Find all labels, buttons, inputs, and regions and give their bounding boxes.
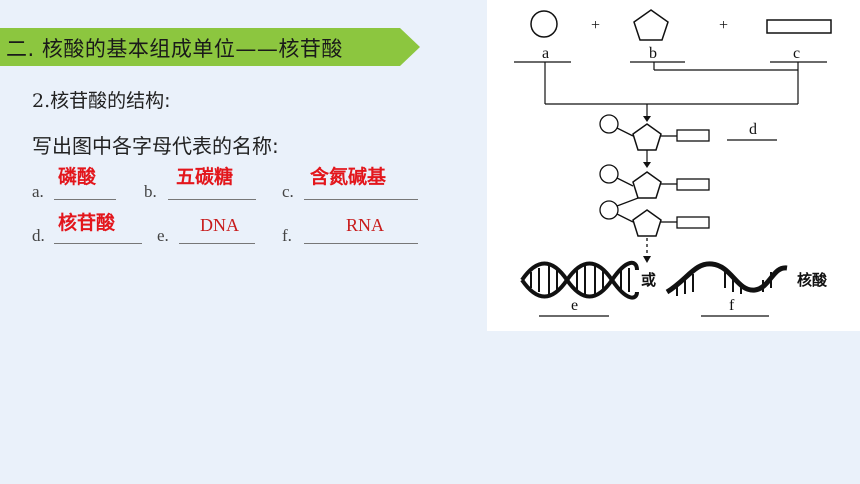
answer-c: 含氮碱基 (310, 166, 387, 188)
subtitle-number: 2. (32, 90, 51, 112)
answer-item-b: b. (144, 170, 264, 202)
diagram-svg: + + a b c d (514, 9, 832, 317)
answer-e: DNA (200, 215, 239, 235)
instruction: 写出图中各字母代表的名称: (32, 134, 279, 158)
item-letter: f. (282, 226, 292, 245)
base-icon (766, 19, 832, 34)
nucleotide-unit (599, 164, 710, 199)
answer-d: 核苷酸 (58, 212, 116, 234)
answer-b: 五碳糖 (176, 166, 234, 188)
subtitle: 2.核苷酸的结构: (32, 86, 171, 113)
label-f: f (729, 297, 735, 314)
or-text: 或 (641, 271, 656, 289)
answer-line (54, 199, 116, 200)
item-letter: e. (157, 226, 169, 245)
answer-line (179, 243, 255, 244)
label-d: d (749, 121, 757, 138)
plus-sign: + (591, 17, 600, 34)
answer-item-f: f. (282, 214, 422, 246)
item-letter: d. (32, 226, 45, 245)
dna-helix-icon (520, 260, 639, 300)
banner-title: 二. 核酸的基本组成单位——核苷酸 (6, 37, 343, 61)
label-b: b (649, 45, 657, 62)
answer-f: RNA (346, 215, 385, 235)
item-letter: a. (32, 182, 44, 201)
label-a: a (542, 45, 549, 62)
banner-arrow-shape (0, 28, 420, 66)
answer-item-a: a. (32, 170, 122, 202)
answer-line (54, 243, 142, 244)
nucleic-acid-text: 核酸 (797, 271, 828, 289)
nucleotide-unit (599, 114, 710, 151)
answer-line (304, 243, 418, 244)
subtitle-text: 核苷酸的结构: (50, 90, 171, 112)
pentose-icon (633, 9, 669, 41)
answer-a: 磷酸 (58, 166, 97, 188)
item-letter: c. (282, 182, 294, 201)
answer-item-c: c. (282, 170, 422, 202)
phosphate-icon (530, 10, 558, 38)
answer-item-d: d. (32, 214, 144, 246)
plus-sign: + (719, 17, 728, 34)
section-banner: 二. 核酸的基本组成单位——核苷酸 (0, 28, 420, 66)
label-c: c (793, 45, 800, 62)
nucleotide-unit (599, 197, 710, 237)
answer-item-e: e. (157, 214, 257, 246)
answer-line (168, 199, 256, 200)
rna-strand-icon (665, 261, 788, 296)
nucleotide-diagram: + + a b c d (487, 0, 860, 331)
label-e: e (571, 297, 578, 314)
item-letter: b. (144, 182, 157, 201)
answer-line (304, 199, 418, 200)
